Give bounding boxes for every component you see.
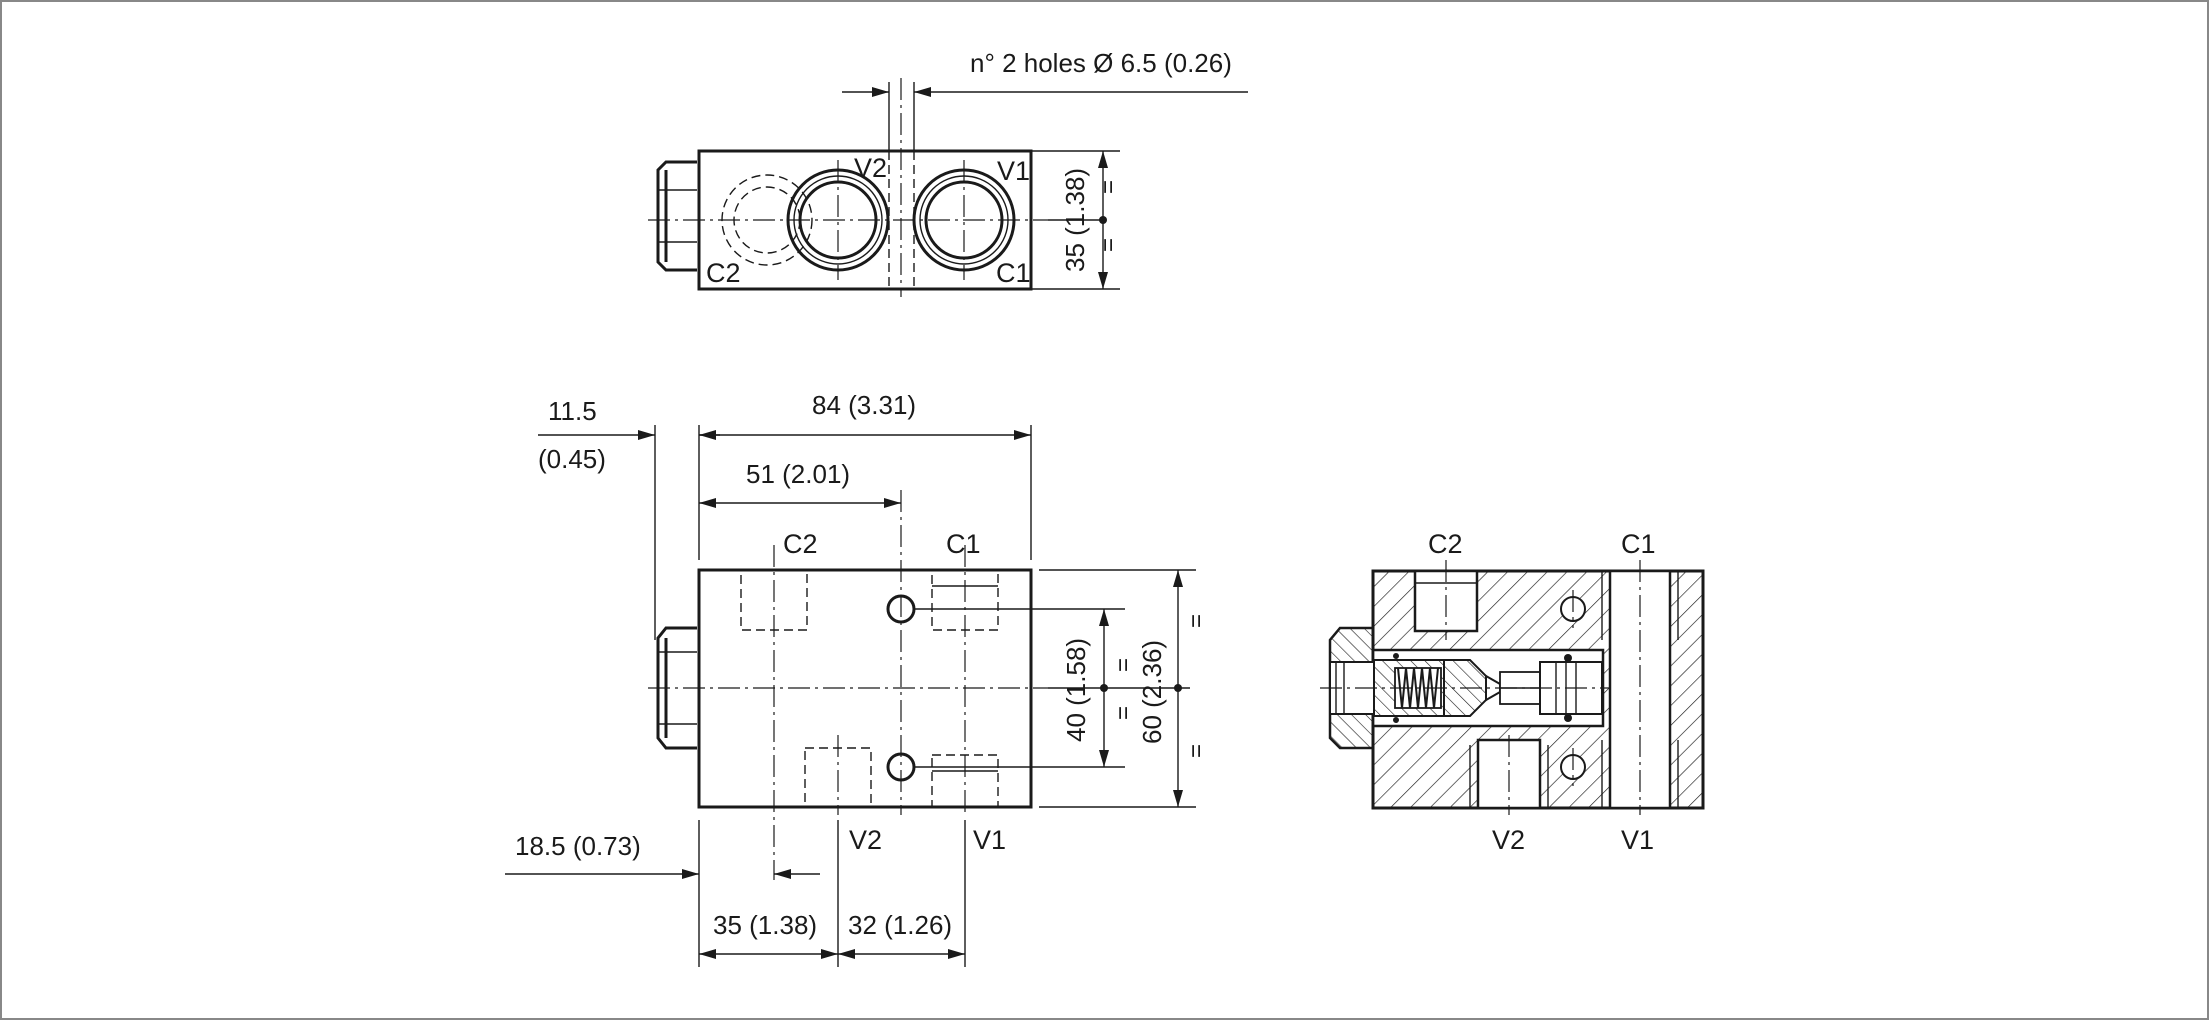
front-equal-4: = bbox=[1183, 744, 1210, 758]
top-equal-lower: = bbox=[1095, 238, 1122, 252]
dim-v2-v1: 32 (1.26) bbox=[848, 910, 952, 940]
section-label-c1: C1 bbox=[1621, 529, 1656, 559]
dim-nut-width: 11.5 bbox=[548, 396, 597, 426]
section-label-v1: V1 bbox=[1621, 825, 1654, 855]
front-equal-2: = bbox=[1110, 706, 1137, 720]
front-equal-1: = bbox=[1110, 658, 1137, 672]
front-label-v2: V2 bbox=[849, 825, 882, 855]
section-view: C2 C1 V2 V1 bbox=[1320, 529, 1705, 855]
section-label-v2: V2 bbox=[1492, 825, 1525, 855]
dim-port-offset: 18.5 (0.73) bbox=[515, 831, 641, 861]
front-label-v1: V1 bbox=[973, 825, 1006, 855]
top-label-c2: C2 bbox=[706, 258, 741, 288]
dim-c2-v2: 35 (1.38) bbox=[713, 910, 817, 940]
front-label-c2: C2 bbox=[783, 529, 818, 559]
top-view: n° 2 holes Ø 6.5 (0.26) V2 V1 C2 C1 35 (… bbox=[648, 48, 1248, 297]
top-label-v2: V2 bbox=[854, 153, 887, 183]
front-view: 11.5 (0.45) 84 (3.31) 51 (2.01) C2 C1 V2… bbox=[505, 390, 1210, 967]
top-label-v1: V1 bbox=[997, 156, 1030, 186]
front-equal-3: = bbox=[1183, 614, 1210, 628]
dim-height: 60 (2.36) bbox=[1137, 640, 1167, 744]
dim-hole-position: 51 (2.01) bbox=[746, 459, 850, 489]
section-label-c2: C2 bbox=[1428, 529, 1463, 559]
section-spring bbox=[1397, 667, 1439, 709]
dim-nut-width-inch: (0.45) bbox=[538, 444, 606, 474]
holes-note: n° 2 holes Ø 6.5 (0.26) bbox=[970, 48, 1232, 78]
dim-hole-spacing: 40 (1.58) bbox=[1061, 638, 1091, 742]
adjuster-nut bbox=[656, 160, 697, 272]
front-label-c1: C1 bbox=[946, 529, 981, 559]
top-equal-upper: = bbox=[1095, 180, 1122, 194]
top-label-c1: C1 bbox=[996, 258, 1031, 288]
top-height-dim: 35 (1.38) bbox=[1060, 168, 1090, 272]
dim-length: 84 (3.31) bbox=[812, 390, 916, 420]
